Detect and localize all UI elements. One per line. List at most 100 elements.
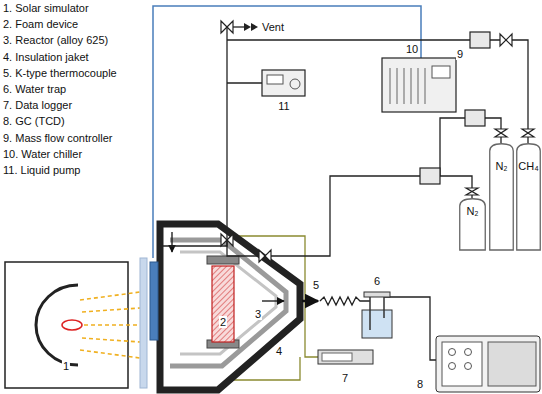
mass-flow-controller xyxy=(465,110,485,126)
legend-item: 11. Liquid pump xyxy=(3,164,80,177)
gas-chromatograph xyxy=(436,336,540,392)
reactor xyxy=(150,224,318,390)
valve xyxy=(495,129,507,137)
gas-chromatograph xyxy=(449,363,456,370)
mass-flow-controller xyxy=(420,168,440,184)
solar-simulator xyxy=(5,258,147,388)
valve xyxy=(221,21,534,262)
gas-name: N₂ xyxy=(459,205,486,217)
valve xyxy=(259,250,271,262)
legend-item: 9. Mass flow controller xyxy=(3,132,112,145)
solar-simulator xyxy=(80,350,140,358)
cooling-line xyxy=(153,6,421,258)
water-chiller xyxy=(425,68,426,104)
gas-chromatograph xyxy=(465,349,472,356)
gas-name: CH₄ xyxy=(516,160,541,172)
legend-item: 1. Solar simulator xyxy=(3,2,89,15)
outlet-line xyxy=(320,297,370,305)
gas-line xyxy=(227,82,262,83)
solar-simulator xyxy=(82,308,140,312)
legend-item: 5. K-type thermocouple xyxy=(3,67,117,80)
gas-cylinder: CH₄ xyxy=(516,143,541,250)
valve xyxy=(221,234,233,246)
liquid-pump xyxy=(267,75,283,84)
reactor xyxy=(171,232,172,252)
callout-number: 11 xyxy=(277,100,290,112)
vent-arrow xyxy=(244,23,258,31)
vent-arrow xyxy=(251,23,258,31)
gas-chromatograph xyxy=(465,363,472,370)
data-logger xyxy=(318,350,373,364)
cylinder-outline xyxy=(517,144,541,250)
callout-number: 7 xyxy=(341,372,349,384)
legend-item: 4. Insulation jaket xyxy=(3,51,89,64)
water-trap xyxy=(362,310,392,338)
reactor xyxy=(160,224,300,390)
water-trap xyxy=(362,292,392,338)
callout-number: 1 xyxy=(62,360,70,372)
legend-item: 6. Water trap xyxy=(3,83,66,96)
valve xyxy=(221,21,233,33)
water-trap xyxy=(383,294,385,318)
reactor xyxy=(212,266,234,342)
gas-cylinder: N₂ xyxy=(459,198,486,250)
reactor xyxy=(212,266,234,342)
reactor xyxy=(262,300,284,301)
valve xyxy=(466,188,478,195)
callout-number: 9 xyxy=(456,48,464,60)
water-chiller xyxy=(390,68,391,104)
liquid-pump xyxy=(262,70,305,96)
legend-item: 10. Water chiller xyxy=(3,148,82,161)
valve xyxy=(522,129,534,137)
cylinder-outline xyxy=(489,143,514,250)
solar-simulator xyxy=(140,258,147,388)
data-logger xyxy=(318,350,373,364)
gas-line xyxy=(226,27,227,240)
water-chiller xyxy=(390,68,425,104)
gas-name: N₂ xyxy=(489,160,514,172)
gas-cylinder: N₂ xyxy=(489,143,514,250)
water-chiller xyxy=(432,66,450,78)
gas-chromatograph xyxy=(442,342,482,386)
gas-line xyxy=(160,240,227,246)
water-chiller xyxy=(411,68,412,104)
reactor xyxy=(302,300,318,303)
solar-simulator xyxy=(82,338,140,342)
callout-number: 6 xyxy=(373,275,381,287)
vent-arrow xyxy=(244,23,251,31)
gas-chromatograph xyxy=(449,349,456,356)
liquid-pump xyxy=(290,79,300,89)
callout-number: 10 xyxy=(405,43,419,55)
callout-number: 5 xyxy=(312,279,320,291)
cooling-line xyxy=(153,6,421,258)
valve xyxy=(500,34,512,46)
water-chiller xyxy=(397,68,398,104)
vent-label: Vent xyxy=(262,21,284,34)
solar-simulator xyxy=(36,285,78,365)
gas-line xyxy=(227,40,528,143)
legend-item: 7. Data logger xyxy=(3,99,72,112)
gas-line xyxy=(227,176,472,256)
callout-number: 4 xyxy=(275,345,283,357)
solar-simulator xyxy=(84,324,140,326)
legend-item: 2. Foam device xyxy=(3,18,78,31)
water-trap xyxy=(364,292,390,297)
reactor xyxy=(180,252,276,354)
reactor xyxy=(170,240,286,366)
water-chiller xyxy=(418,68,419,104)
mass-flow-controller xyxy=(470,32,490,48)
legend-item: 3. Reactor (alloy 625) xyxy=(3,34,108,47)
gas-line xyxy=(160,27,528,256)
reactor xyxy=(207,256,239,264)
water-chiller xyxy=(382,58,456,112)
solar-simulator xyxy=(5,262,128,388)
callout-number: 2 xyxy=(219,316,227,328)
gas-chromatograph xyxy=(488,342,536,386)
water-trap xyxy=(369,294,371,330)
cylinder-outline xyxy=(516,143,541,250)
cylinder-outline xyxy=(460,199,486,250)
callout-number: 3 xyxy=(254,308,262,320)
legend-item: 8. GC (TCD) xyxy=(3,115,65,128)
solar-simulator xyxy=(62,320,82,330)
callout-number: 8 xyxy=(416,378,424,390)
